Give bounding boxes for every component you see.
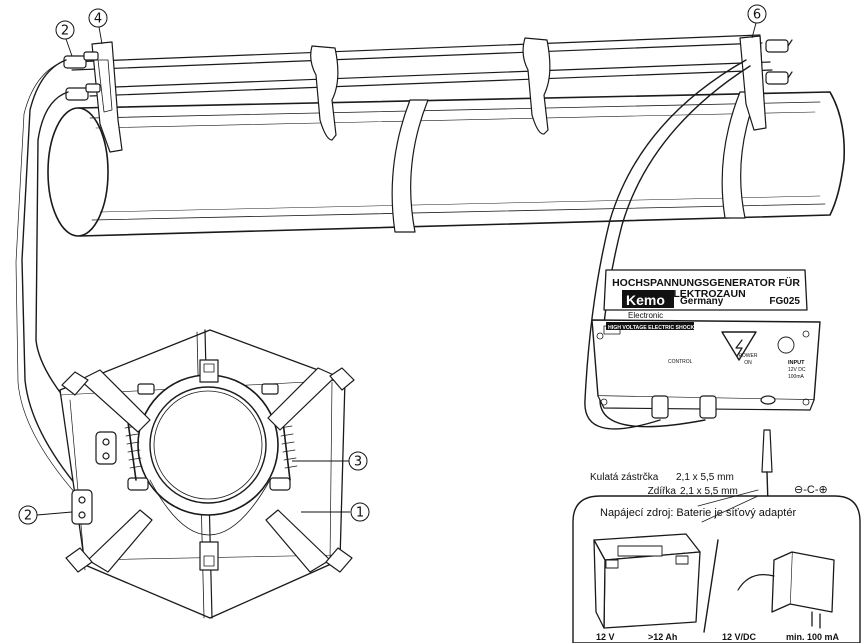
cross-section — [59, 329, 355, 619]
socket-leader-line — [701, 495, 759, 523]
callout-1: 1 — [301, 502, 370, 522]
input-label: INPUT — [788, 360, 805, 366]
battery-capacity: >12 Ah — [648, 632, 677, 642]
socket-size: 2,1 x 5,5 mm — [680, 486, 738, 497]
pipe-bands — [391, 91, 759, 233]
left-clamp — [63, 41, 123, 153]
callout-2-top: 2 — [55, 20, 75, 57]
callout-6-label: 6 — [753, 8, 761, 23]
plug-label: Kulatá zástrčka — [590, 472, 659, 483]
brand-subtitle: Electronic — [628, 311, 663, 320]
battery-icon — [593, 533, 701, 629]
callout-6: 6 — [747, 4, 767, 39]
right-clamp — [739, 35, 793, 131]
power-supply-box — [572, 495, 861, 643]
polarity-symbol: ⊖-C-⊕ — [794, 484, 828, 496]
callout-2-top-label: 2 — [61, 24, 69, 39]
callout-4: 4 — [88, 8, 108, 45]
callout-3: 3 — [292, 451, 368, 471]
plug-size: 2,1 x 5,5 mm — [676, 472, 734, 483]
device-labels: HOCHSPANNUNGSGENERATOR FÜR ELEKTROZAUN K… — [606, 276, 806, 380]
adapter-voltage: 12 V/DC — [722, 632, 757, 642]
callout-2-bottom-label: 2 — [24, 509, 32, 524]
top-rods — [69, 34, 773, 97]
power-adapter-icon — [737, 551, 835, 629]
brand-logo: Kemo — [626, 292, 665, 308]
callout-3-label: 3 — [354, 455, 362, 470]
callout-1-label: 1 — [356, 506, 364, 521]
brand-plate — [622, 290, 674, 308]
callout-4-label: 4 — [94, 12, 102, 27]
pipe — [47, 91, 846, 237]
power-box-title: Napájecí zdroj: Baterie je síťový adapté… — [600, 507, 796, 519]
device-model: FG025 — [769, 296, 800, 307]
connector-labels: Kulatá zástrčka 2,1 x 5,5 mm Zdířka 2,1 … — [590, 472, 828, 497]
socket-label: Zdířka — [648, 486, 677, 497]
adapter-current: min. 100 mA — [786, 632, 840, 642]
warning-label: HIGH VOLTAGE ELECTRIC SHOCK — [608, 325, 695, 331]
input-spec-voltage: 12V DC — [788, 367, 806, 373]
device-title-line1: HOCHSPANNUNGSGENERATOR FÜR — [612, 276, 800, 289]
battery-voltage: 12 V — [596, 632, 615, 642]
power-label: POWER — [739, 353, 758, 359]
rod-clips — [310, 37, 551, 141]
power-state: ON — [744, 360, 752, 366]
input-spec-current: 100mA — [788, 374, 805, 380]
brand-country: Germany — [680, 296, 724, 307]
control-label: CONTROL — [668, 359, 693, 365]
callout-2-bottom: 2 — [18, 505, 73, 525]
power-labels: Napájecí zdroj: Baterie je síťový adapté… — [596, 507, 840, 642]
device-title-line2: ELEKTROZAUN — [666, 288, 745, 300]
plug-leader-line — [697, 489, 759, 507]
